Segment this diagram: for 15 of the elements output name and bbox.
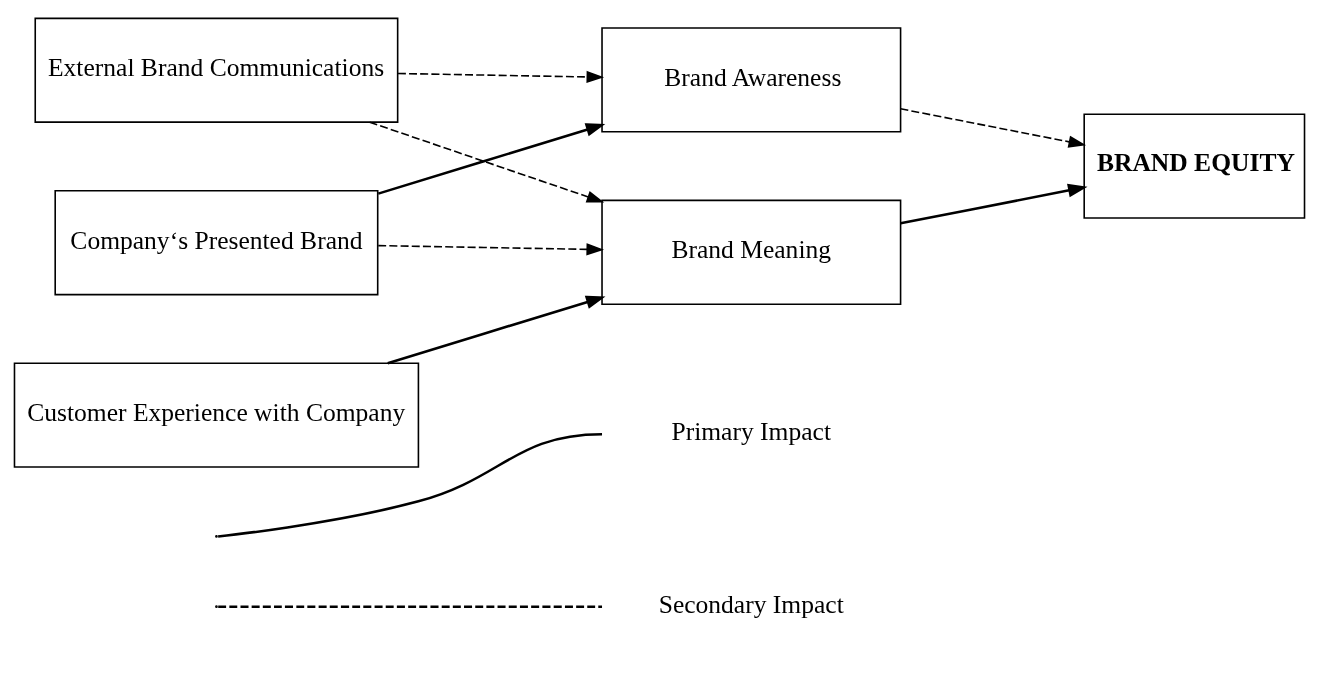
legend-label: Primary Impact: [671, 417, 832, 447]
legend-label: Secondary Impact: [658, 589, 844, 619]
arrow: [899, 108, 1087, 148]
node-box: External Brand Communications: [34, 17, 399, 123]
node-box: Brand Meaning: [601, 199, 902, 305]
arrow: [377, 243, 604, 256]
node-box: Brand Awareness: [601, 27, 902, 133]
node-box: BRAND EQUITY: [1083, 113, 1306, 219]
node-box: Customer Experience with Company: [13, 362, 420, 468]
arrow: [397, 70, 605, 84]
node-box: Company‘s Presented Brand: [54, 190, 379, 296]
arrow: [387, 295, 606, 365]
arrow: [368, 121, 605, 203]
arrow: [377, 123, 606, 195]
arrow: [900, 183, 1088, 225]
